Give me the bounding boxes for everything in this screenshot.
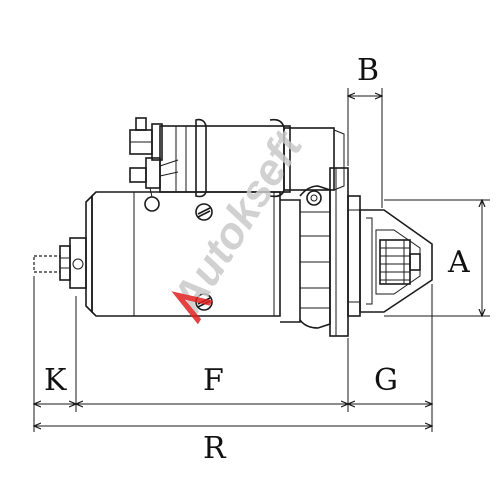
drive-housing (280, 167, 361, 337)
watermark-logo: Autokseft (162, 121, 313, 325)
watermark-text: Autokseft (162, 121, 313, 322)
dimension-r: R (34, 426, 432, 466)
watermark-a-icon (171, 291, 213, 325)
dimension-row-kfg: K F G (34, 276, 432, 432)
dimension-label-r: R (203, 431, 227, 466)
pinion-nose (359, 209, 433, 313)
dimension-b: B (348, 53, 382, 208)
screw-icon (195, 203, 213, 221)
dimension-label-a: A (447, 245, 470, 280)
dimension-label-k: K (44, 363, 67, 398)
dimension-a: A (384, 200, 490, 316)
rear-terminal (33, 237, 87, 289)
dimension-label-f: F (203, 363, 224, 398)
dimension-label-b: B (357, 53, 379, 88)
dimension-label-g: G (374, 363, 398, 398)
